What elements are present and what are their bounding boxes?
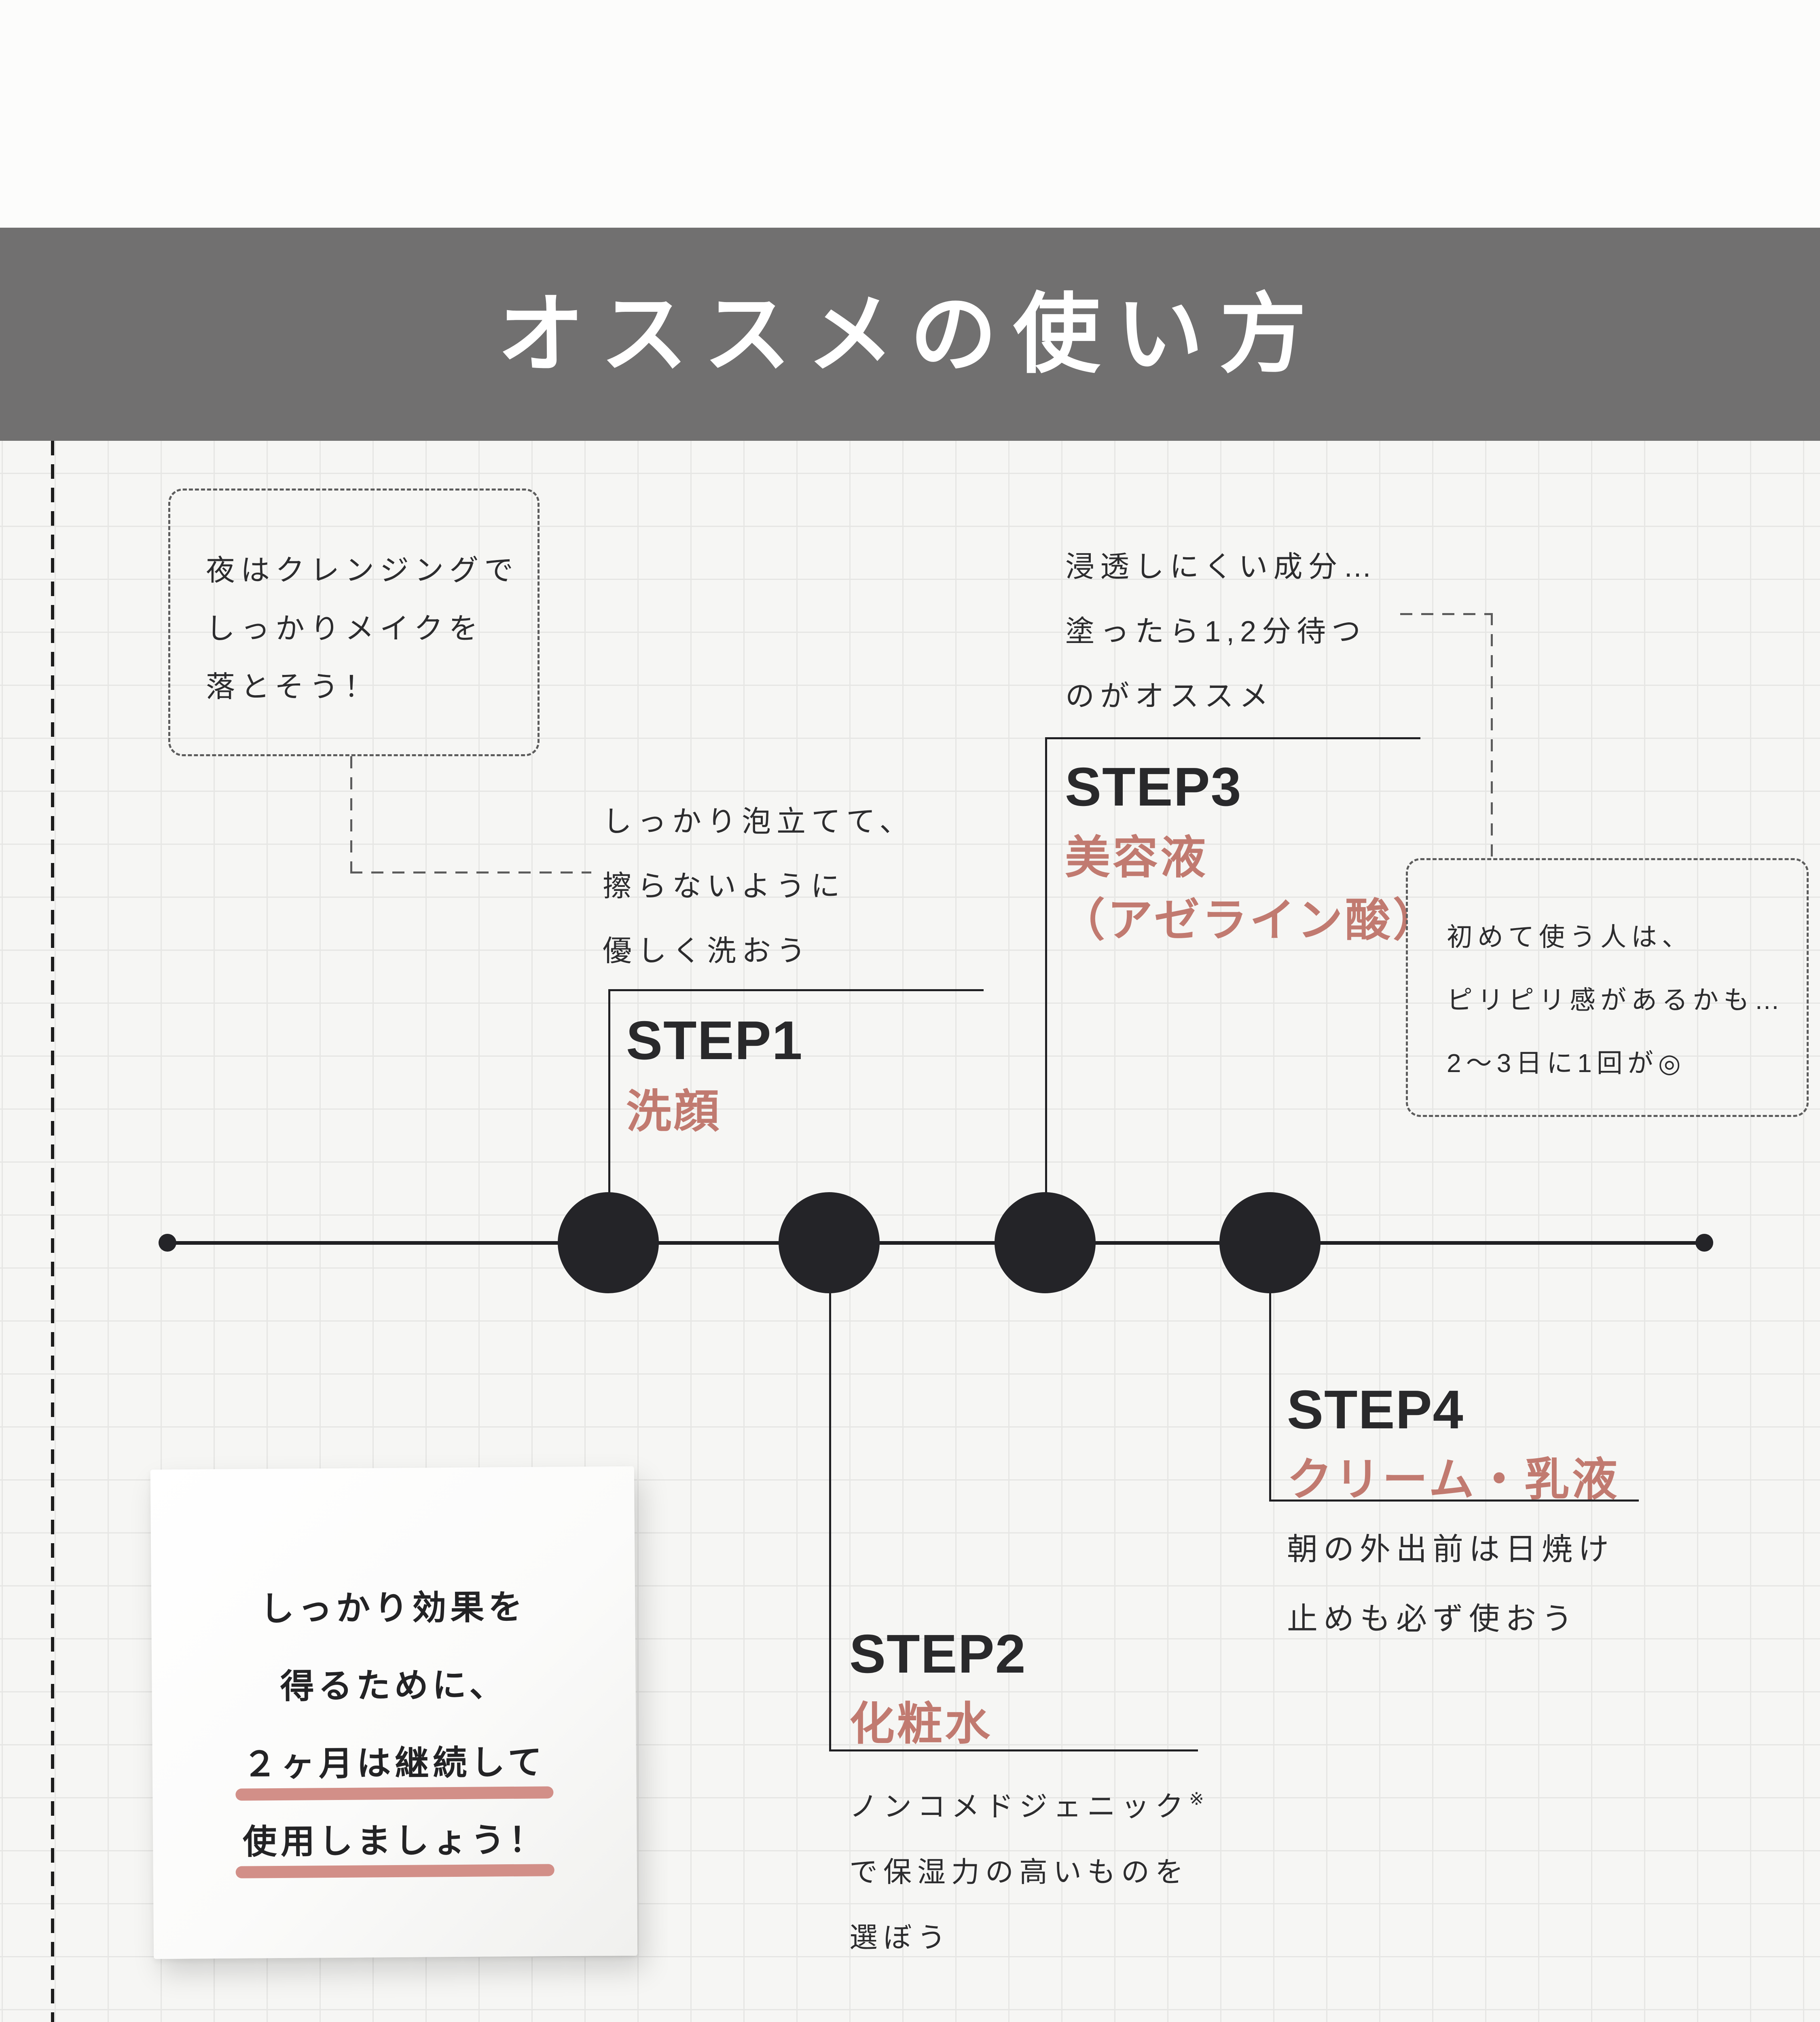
step2-connector-horizontal: [829, 1749, 1198, 1751]
timeline-dot-step3: [995, 1192, 1096, 1293]
sticky-line: ２ヶ月は継続して: [152, 1723, 636, 1804]
note-line: 2〜3日に1回が◎: [1447, 1049, 1686, 1078]
page-title: オススメの使い方: [497, 286, 1323, 383]
margin-guide-line: [51, 441, 54, 2022]
tip-line: 選ぼう: [849, 1922, 951, 1953]
timeline-endcap-left: [159, 1234, 176, 1252]
timeline: [167, 1241, 1704, 1245]
cleansing-connector-vertical: [350, 756, 352, 874]
tip-line: のがオススメ: [1065, 680, 1274, 713]
tip-line: 浸透しにくい成分…: [1065, 551, 1378, 583]
step1-title: STEP1: [626, 1010, 803, 1071]
asterisk-reference: ※: [1189, 1789, 1204, 1809]
step3-tip: 浸透しにくい成分… 塗ったら1,2分待つ のがオススメ: [1065, 535, 1378, 729]
step3-label: 美容液: [1065, 832, 1208, 883]
step1-connector-vertical: [608, 989, 610, 1196]
tip-line: ノンコメドジェニック: [849, 1791, 1189, 1822]
note-line: ピリピリ感があるかも…: [1447, 986, 1785, 1015]
underlined-text: ２ヶ月は継続して: [240, 1723, 548, 1803]
note-line: 落とそう！: [206, 671, 379, 703]
step2-desc: ノンコメドジェニック※ で保湿力の高いものを 選ぼう: [849, 1766, 1204, 1970]
timeline-endcap-right: [1695, 1234, 1713, 1252]
tip-line: 擦らないように: [603, 870, 846, 903]
sticky-note: しっかり効果を 得るために、 ２ヶ月は継続して 使用しましょう！: [150, 1466, 638, 1959]
step4-connector-horizontal: [1269, 1500, 1639, 1502]
step2-title: STEP2: [849, 1623, 1026, 1684]
timeline-dot-step4: [1219, 1192, 1321, 1293]
header-banner: オススメの使い方: [0, 228, 1820, 441]
step3-connector-horizontal: [1045, 737, 1420, 739]
step3-sublabel: （アゼライン酸）: [1060, 895, 1441, 945]
first-use-connector-vertical: [1491, 613, 1493, 858]
timeline-dot-step1: [558, 1192, 659, 1293]
note-line: 夜はクレンジングで: [206, 554, 519, 587]
sticky-line: 使用しましょう！: [153, 1800, 637, 1881]
step2-connector-vertical: [829, 1293, 831, 1751]
step1-tip: しっかり泡立てて、 擦らないように 優しく洗おう: [603, 789, 914, 984]
step4-title: STEP4: [1287, 1379, 1464, 1440]
tip-line: 塗ったら1,2分待つ: [1065, 615, 1367, 648]
step3-connector-vertical: [1045, 737, 1047, 1196]
note-line: 初めて使う人は、: [1447, 922, 1693, 952]
cleansing-connector-horizontal: [350, 871, 591, 874]
step4-connector-vertical: [1269, 1293, 1271, 1501]
sticky-line: 得るために、: [280, 1666, 508, 1705]
step3-title: STEP3: [1065, 756, 1242, 817]
first-use-connector-horizontal: [1400, 613, 1492, 615]
tip-line: しっかり泡立てて、: [603, 806, 914, 838]
underlined-text: 使用しましょう！: [240, 1801, 550, 1880]
sticky-line: しっかり効果を: [260, 1588, 527, 1628]
tip-line: で保湿力の高いものを: [849, 1856, 1189, 1888]
note-line: しっかりメイクを: [206, 613, 484, 645]
tip-line: 止めも必ず使おう: [1287, 1602, 1578, 1636]
step1-connector-horizontal: [608, 989, 984, 991]
step2-label: 化粧水: [849, 1698, 993, 1749]
note-first-use: 初めて使う人は、 ピリピリ感があるかも… 2〜3日に1回が◎: [1406, 858, 1809, 1117]
step4-label: クリーム・乳液: [1287, 1454, 1620, 1505]
timeline-dot-step2: [779, 1192, 880, 1293]
step1-label: 洗顔: [626, 1086, 722, 1137]
tip-line: 朝の外出前は日焼け: [1287, 1532, 1615, 1567]
note-cleansing: 夜はクレンジングで しっかりメイクを 落とそう！: [168, 489, 540, 756]
step4-desc: 朝の外出前は日焼け 止めも必ず使おう: [1287, 1515, 1615, 1654]
tip-line: 優しく洗おう: [603, 935, 812, 967]
